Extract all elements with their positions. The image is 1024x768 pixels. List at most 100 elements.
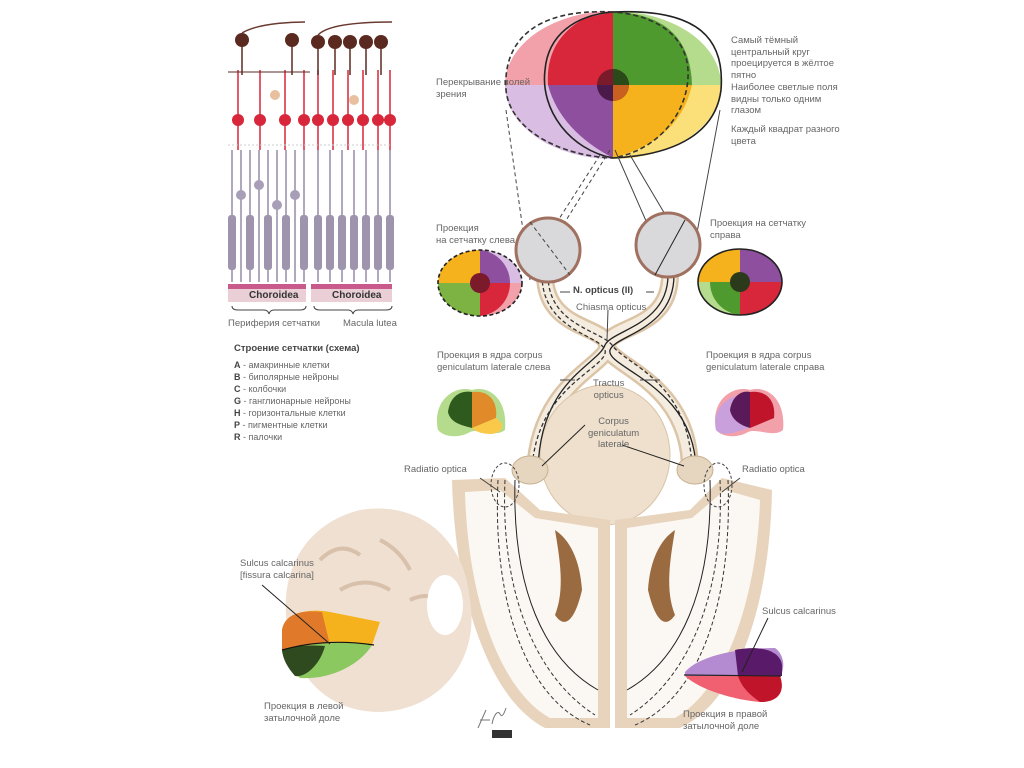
legend-key: H: [234, 408, 241, 418]
label-line: Corpus: [598, 416, 629, 427]
coronal-section-left: [452, 478, 610, 728]
choroidea-bar-left: [228, 289, 306, 302]
legend-text: - пигментные клетки: [240, 420, 328, 430]
label-line: затылочной доле: [683, 720, 760, 732]
legend-key: G: [234, 396, 242, 406]
chiasma-label: Chiasma opticus: [576, 302, 647, 313]
pigment-layer-left: [228, 284, 306, 289]
legend-key: R: [234, 432, 241, 442]
macula-label: Macula lutea: [343, 318, 397, 329]
cone-cell: [374, 215, 382, 270]
legend-text: - амакринные клетки: [240, 360, 330, 370]
ganglion-cell: [311, 35, 325, 49]
legend-text: - горизонтальные клетки: [240, 408, 346, 418]
label-line: зрения: [436, 88, 467, 100]
periphery-brace: [231, 305, 307, 315]
lgn-projection-left: [437, 389, 506, 437]
choroidea-label-left: Choroidea: [249, 290, 299, 301]
label-line: цвета: [731, 135, 756, 147]
pigment-layer-right: [311, 284, 392, 289]
label-line: на сетчатку слева: [436, 234, 516, 246]
ganglion-cell: [285, 33, 299, 47]
cone-cell: [228, 215, 236, 270]
choroidea-label-right: Choroidea: [332, 290, 382, 301]
label-line: Перекрывание полей: [436, 77, 530, 88]
right-eyeball: [634, 211, 702, 279]
label-line: geniculatum laterale слева: [437, 361, 551, 373]
legend-key: A: [234, 360, 241, 370]
nerve-fibers: [241, 21, 393, 36]
cone-cell: [314, 215, 322, 270]
label-line: Sulcus calcarinus: [240, 558, 314, 569]
n-opticus-label: N. opticus (II): [573, 285, 634, 296]
legend-text: - ганглионарные нейроны: [241, 396, 351, 406]
legend-key: P: [234, 420, 241, 430]
cone-cell: [300, 215, 308, 270]
legend-item: B - биполярные нейроны: [234, 371, 360, 383]
left-eye-field-outline: [505, 10, 689, 159]
bipolar-cell: [357, 114, 369, 126]
legend-text: - колбочки: [240, 384, 287, 394]
label-line: Наиболее светлые поля: [731, 82, 838, 93]
retina-projection-left: [438, 250, 522, 316]
cone-cell: [282, 215, 290, 270]
bipolar-cell: [342, 114, 354, 126]
cone-cell: [326, 215, 334, 270]
retina-schematic: [228, 21, 396, 315]
rod-nucleus: [290, 190, 300, 200]
legend-item: R - палочки: [234, 431, 360, 443]
label-line: справа: [710, 229, 741, 241]
macula-brace: [313, 305, 393, 315]
rod-nucleus: [254, 180, 264, 190]
ganglion-cell: [359, 35, 373, 49]
label-line: [fissura calcarina]: [240, 569, 314, 581]
ganglion-cell: [343, 35, 357, 49]
legend-key: C: [234, 384, 241, 394]
legend-title: Строение сетчатки (схема): [234, 343, 360, 354]
bipolar-cell: [312, 114, 324, 126]
label-line: opticus: [593, 389, 624, 401]
retina-legend: Строение сетчатки (схема) A - амакринные…: [234, 343, 360, 443]
lgn-right: [676, 455, 714, 485]
label-line: Проекция в левой: [264, 701, 344, 712]
right-occipital-projection: [683, 617, 784, 702]
label-line: центральный круг: [731, 46, 810, 58]
bipolar-cell: [279, 114, 291, 126]
left-hemisphere: [261, 508, 472, 712]
label-line: geniculatum laterale справа: [706, 361, 825, 373]
label-line: Проекция на сетчатку: [710, 218, 806, 229]
label-line: Tractus: [593, 378, 625, 389]
label-line: глазом: [731, 105, 762, 116]
legend-item: H - горизонтальные клетки: [234, 407, 360, 419]
ganglion-cell: [235, 33, 249, 47]
legend-item: C - колбочки: [234, 383, 360, 395]
retina-projection-right: [698, 249, 782, 315]
label-line: Проекция в правой: [683, 709, 768, 720]
label-line: проецируется в жёлтое: [731, 58, 834, 69]
bipolar-cell: [254, 114, 266, 126]
label-line: Проекция в ядра corpus: [706, 350, 812, 361]
label-line: видны только одним: [731, 93, 822, 105]
bipolar-cell: [384, 114, 396, 126]
label-line: Проекция: [436, 223, 479, 234]
bipolar-cell: [232, 114, 244, 126]
radiatio-left-label: Radiatio optica: [404, 464, 467, 475]
legend-item: A - амакринные клетки: [234, 359, 360, 371]
cone-cell: [362, 215, 370, 270]
right-eye-field-outline: [543, 10, 723, 159]
periphery-label: Периферия сетчатки: [228, 318, 321, 329]
rod-nucleus: [272, 200, 282, 210]
bipolar-cell: [298, 114, 310, 126]
legend-text: - биполярные нейроны: [240, 372, 339, 382]
bipolar-cell: [327, 114, 339, 126]
